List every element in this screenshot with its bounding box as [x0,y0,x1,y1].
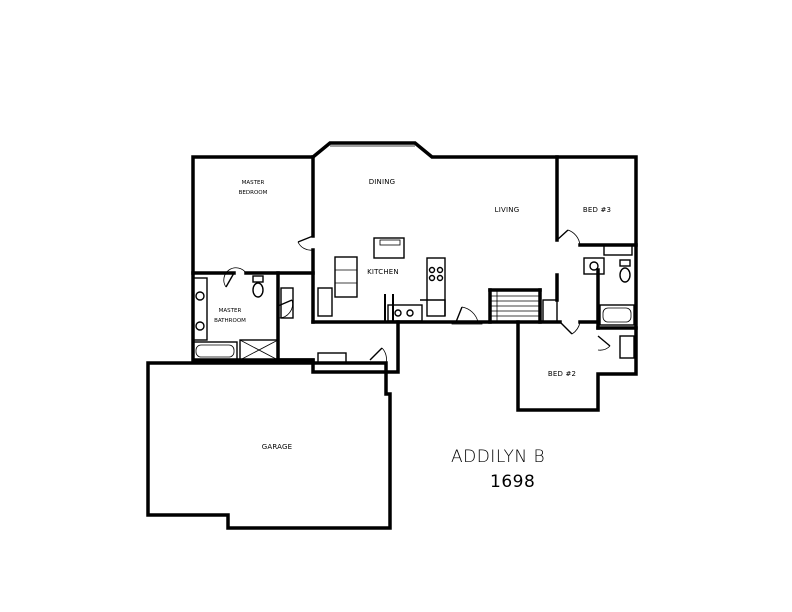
master-bath-label: MASTER [219,308,242,314]
garage-label: GARAGE [262,443,293,451]
plan-sqft: 1698 [490,472,535,492]
living-label: LIVING [495,206,520,214]
master-bedroom-label: MASTER [242,180,265,186]
exterior-walls [146,141,638,530]
plan-name: ADDILYN B [451,447,545,467]
stairs [490,290,540,322]
interior-walls [191,155,638,362]
bed-3-label: BED #3 [583,206,611,214]
dining-label: DINING [369,178,396,186]
master-bath-label-2: BATHROOM [214,318,246,324]
kitchen-label: KITCHEN [367,268,399,276]
fixtures [192,145,635,364]
room-labels: MASTER BEDROOM DINING LIVING BED #3 KITC… [214,178,611,451]
doors [223,229,611,364]
master-bedroom-label-2: BEDROOM [239,190,268,196]
bed-2-label: BED #2 [548,370,576,378]
